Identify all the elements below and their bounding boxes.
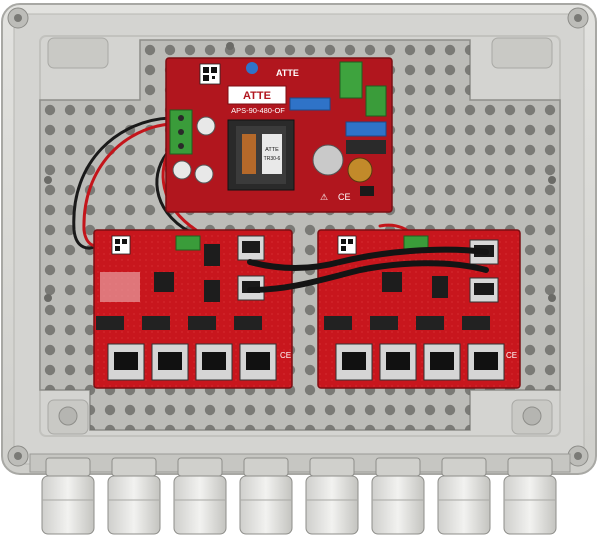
psu-input-terminal [365,85,387,117]
bulk-capacitor [312,144,344,176]
psu-model-label: APS-90-480-OF [231,106,285,115]
qr-code [111,235,131,255]
rj45-port [423,343,461,381]
qr-code [337,235,357,255]
cable-glands [29,453,571,535]
power-supply-board: ATTE ATTE APS-90-480-OF ATTE TR30-6 ⚠ CE [165,57,393,213]
svg-text:CE: CE [338,192,351,202]
trim-potentiometer [246,62,258,74]
patch-cable [247,246,489,293]
choke-coil [347,157,373,183]
psu-brand-label: ATTE [243,90,271,102]
rj45-port [335,343,373,381]
rj45-port [379,343,417,381]
psu-header-brand: ATTE [276,68,299,78]
poe-switch-board-right: CE [317,229,521,389]
corner-screw [7,445,29,467]
rj45-port [107,343,145,381]
svg-text:CE: CE [506,351,517,360]
svg-text:⚠: ⚠ [320,193,328,203]
cable-gland [41,457,95,535]
cable-gland [173,457,227,535]
dc-input-terminal [175,235,201,251]
cable-gland [107,457,161,535]
rj45-port [467,343,505,381]
corner-screw [7,7,29,29]
svg-text:CE: CE [280,351,291,360]
cable-gland [437,457,491,535]
cable-gland [371,457,425,535]
corner-screw [567,7,589,29]
cable-gland [503,457,557,535]
cable-gland [305,457,359,535]
corner-screw [567,445,589,467]
cable-gland [239,457,293,535]
poe-switch-board-left: CE [93,229,293,389]
rj45-port [195,343,233,381]
transformer-code-label: TR30-6 [264,156,281,162]
transformer-brand-label: ATTE [265,147,279,153]
rj45-port [151,343,189,381]
rj45-port [239,343,277,381]
